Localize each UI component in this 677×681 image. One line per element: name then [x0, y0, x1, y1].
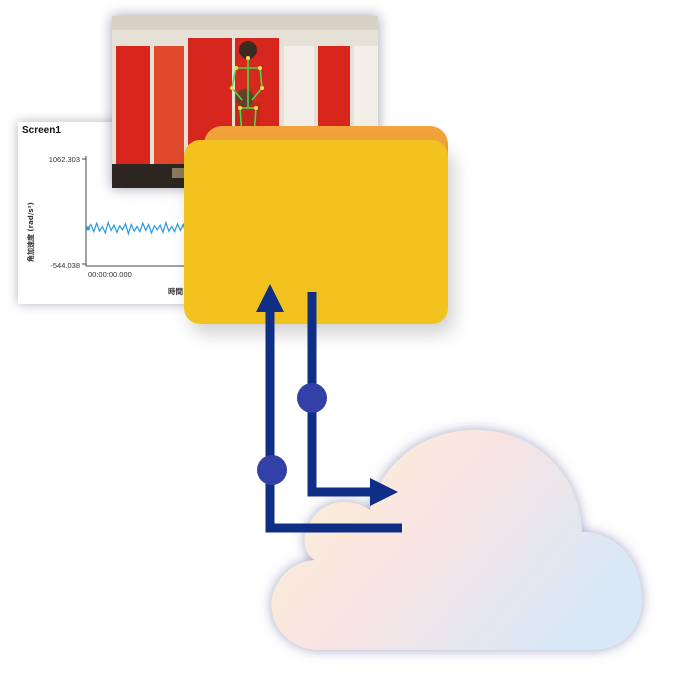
- x-tick-label-start: 00:00:00.000: [88, 270, 132, 279]
- y-axis-label: 角加速度 (rad/s²): [26, 202, 35, 262]
- arrow-head-right: [370, 478, 398, 506]
- arrow-head-up: [256, 284, 284, 312]
- x-axis-label: 時間: [168, 286, 183, 296]
- y-tick-label-top: 1062.303: [49, 155, 80, 164]
- series-start-point: [86, 226, 90, 231]
- upload-arrow: [256, 284, 402, 533]
- download-arrow: [307, 292, 398, 506]
- cloud-icon: [271, 429, 642, 650]
- flow-node-upload: [257, 455, 287, 485]
- flow-node-download: [297, 383, 327, 413]
- y-tick-label-bottom: -544.038: [50, 261, 80, 270]
- chart-title: Screen1: [22, 125, 61, 136]
